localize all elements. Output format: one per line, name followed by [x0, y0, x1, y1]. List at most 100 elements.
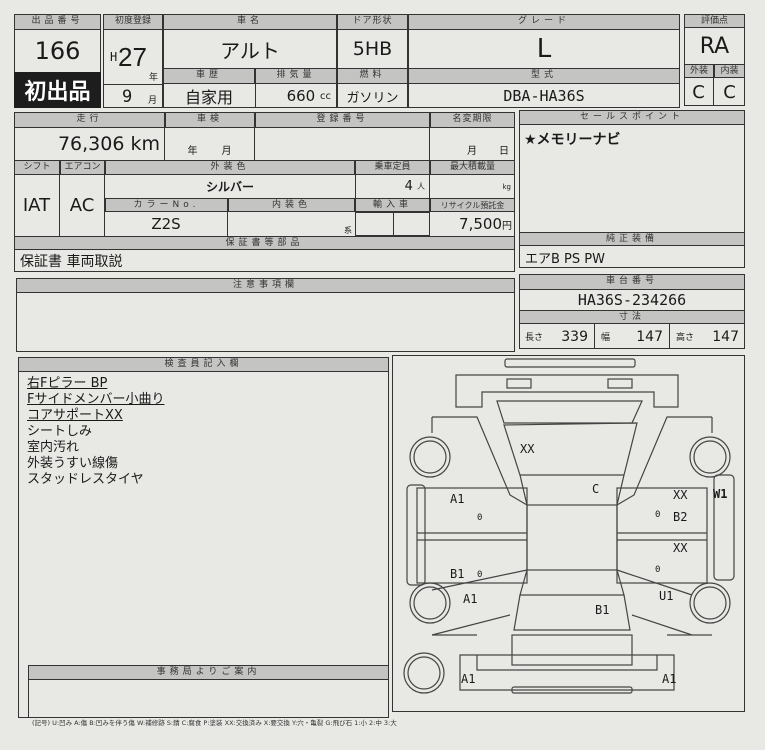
reg-month: 9 — [122, 87, 133, 107]
chassis-number: HA36S-234266 — [577, 291, 687, 309]
inspection-month-unit: 月 — [221, 146, 232, 157]
diagram-mark: W1 — [713, 487, 728, 501]
reg-year: 27 — [118, 42, 147, 72]
fuel-label: 燃料 — [337, 68, 408, 84]
width-label: 幅 — [601, 333, 611, 343]
int-color-label: 内装色 — [228, 198, 355, 212]
diagram-mark: B1 — [450, 567, 465, 581]
history-label: 車歴 — [163, 68, 255, 84]
inspector-item: 室内汚れ — [27, 440, 80, 455]
divider — [393, 212, 394, 236]
diagram-mark: B2 — [673, 510, 688, 524]
warranty-value: 保証書 車両取説 — [20, 254, 123, 270]
mileage-value: 76,306 — [57, 133, 125, 155]
displacement-unit: cc — [320, 90, 331, 102]
grade-label: グレード — [408, 14, 680, 30]
recycle-unit: 円 — [502, 220, 512, 232]
diagram-mark: U1 — [659, 589, 674, 603]
diagram-mark: A1 — [463, 592, 478, 606]
sales-point-label: セールスポイント — [519, 110, 745, 125]
interior-label: 内装 — [714, 64, 745, 78]
model-value: DBA-HA36S — [503, 87, 585, 105]
inspector-item: シートしみ — [27, 424, 93, 439]
inspection-year-unit: 年 — [187, 146, 198, 157]
lot-label: 出品番号 — [14, 14, 101, 30]
length-label: 長さ — [525, 333, 544, 343]
aircon-label: エアコン — [60, 160, 105, 175]
int-color-unit: 系 — [344, 226, 352, 235]
inspector-item: Fサイドメンバー小曲り — [27, 392, 165, 407]
length-value: 339 — [561, 328, 588, 345]
diagram-mark: XX — [673, 488, 688, 502]
height-value: 147 — [712, 328, 739, 345]
name-change-label: 名変期限 — [430, 112, 515, 128]
import-label: 輸入車 — [355, 198, 430, 212]
dims-label: 寸法 — [519, 310, 745, 324]
model-label: 型式 — [408, 68, 680, 84]
diagram-mark: 0 — [477, 570, 483, 580]
mileage-unit: km — [130, 133, 160, 155]
fuel-value: ガソリン — [346, 90, 399, 106]
equipment-value: エアB PS PW — [525, 251, 605, 267]
year-unit: 年 — [149, 73, 159, 83]
diagram-mark: 0 — [655, 565, 661, 575]
displacement-value: 660 — [286, 87, 316, 105]
inspector-item: スタッドレスタイヤ — [27, 472, 144, 487]
equipment-label: 純正装備 — [519, 232, 745, 246]
mileage-label: 走行 — [14, 112, 165, 128]
car-diagram — [392, 355, 745, 712]
max-load-unit: kg — [502, 182, 512, 191]
exterior-label: 外装 — [684, 64, 714, 78]
first-listing-badge: 初出品 — [14, 72, 101, 108]
diagram-mark: A1 — [662, 672, 677, 686]
exterior-score: C — [684, 78, 714, 106]
interior-score: C — [723, 81, 736, 103]
inspection-label: 車検 — [165, 112, 255, 128]
office-box — [28, 665, 389, 718]
inspector-item: 外装うすい線傷 — [27, 456, 119, 471]
capacity-value: 4 — [404, 179, 413, 194]
max-load-label: 最大積載量 — [430, 160, 515, 175]
recycle-value: 7,500 — [459, 215, 502, 233]
import-value — [355, 212, 430, 236]
divider — [255, 84, 337, 108]
color-no-label: カラーNo. — [105, 198, 228, 212]
month-unit: 月 — [148, 96, 158, 106]
grade-value: L — [536, 34, 552, 64]
name-change-day: 日 — [499, 146, 509, 157]
sales-point-value: ★メモリーナビ — [524, 132, 621, 148]
door-value: 5HB — [352, 38, 393, 60]
inspector-items: 右Fピラー BP Fサイドメンバー小曲り コアサポートXX シートしみ 室内汚れ… — [27, 376, 164, 488]
diagram-mark: XX — [520, 442, 535, 456]
notes-label: 注意事項欄 — [16, 278, 515, 293]
car-outline-icon — [403, 358, 735, 694]
ext-color-value: シルバー — [205, 180, 254, 194]
score-label: 評価点 — [684, 14, 745, 28]
width-value: 147 — [636, 328, 663, 345]
diagram-mark: A1 — [450, 492, 465, 506]
aircon-value: AC — [60, 175, 105, 236]
inspector-item: 右Fピラー BP — [27, 376, 108, 391]
recycle-label: リサイクル預託金 — [430, 198, 515, 212]
shift-value: IAT — [14, 175, 60, 236]
chassis-label: 車台番号 — [519, 274, 745, 290]
diagram-mark: 0 — [655, 510, 661, 520]
history-value: 自家用 — [184, 88, 233, 107]
first-reg-label: 初度登録 — [103, 14, 163, 30]
door-label: ドア形状 — [337, 14, 408, 30]
displacement-label: 排気量 — [255, 68, 337, 84]
inspector-item: コアサポートXX — [27, 408, 123, 423]
reg-number-value — [255, 128, 430, 160]
diagram-mark: A1 — [461, 672, 476, 686]
era: H — [110, 50, 118, 64]
ext-color-label: 外装色 — [105, 160, 355, 175]
score-value: RA — [699, 33, 730, 59]
lot-number: 166 — [34, 37, 81, 65]
shift-label: シフト — [14, 160, 60, 175]
diagram-mark: XX — [673, 541, 688, 555]
capacity-unit: 人 — [417, 182, 425, 191]
divider — [103, 84, 163, 85]
reg-number-label: 登録番号 — [255, 112, 430, 128]
legend-footer: (記号) U:凹み A:傷 B:凹みを伴う傷 W:補修跡 S:錆 C:腐食 P:… — [32, 719, 397, 727]
warranty-label: 保証書等部品 — [14, 236, 515, 250]
